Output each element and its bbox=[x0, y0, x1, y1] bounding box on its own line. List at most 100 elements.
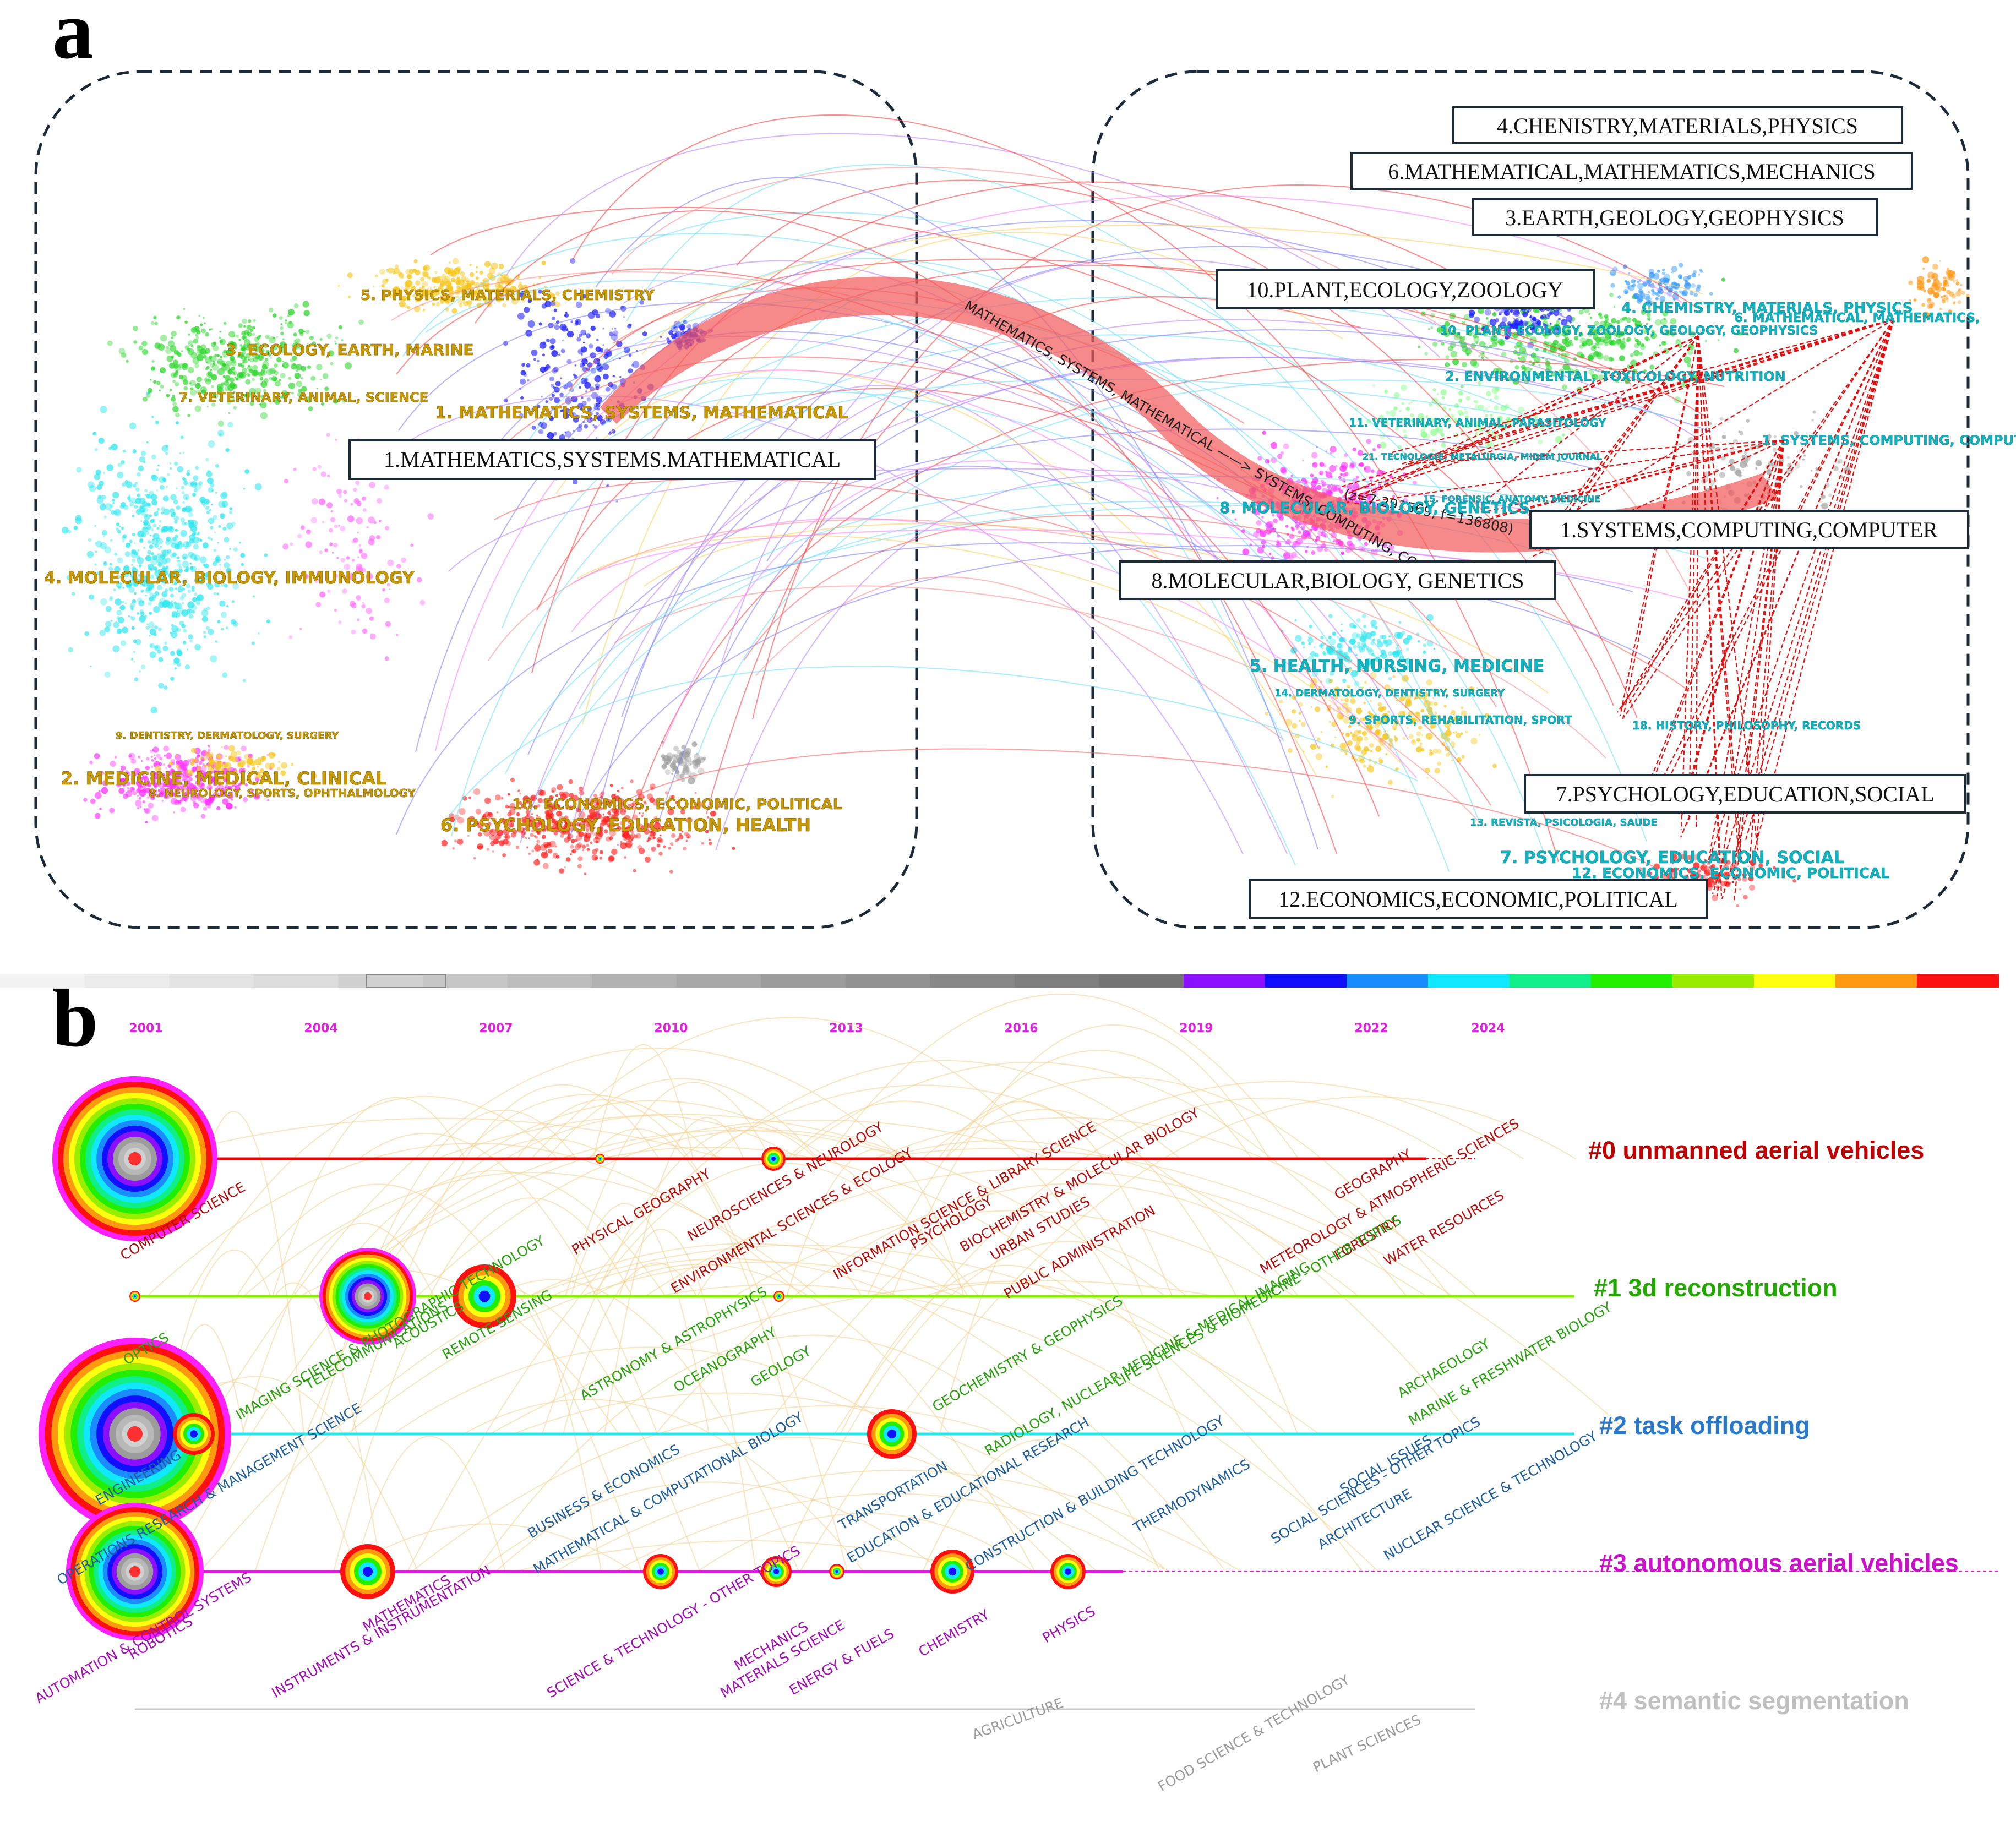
map-point bbox=[1609, 293, 1614, 297]
map-point bbox=[101, 530, 107, 536]
map-point bbox=[111, 444, 118, 451]
year-tick-label: 2004 bbox=[304, 1022, 337, 1035]
map-point bbox=[113, 588, 116, 591]
map-point bbox=[152, 555, 157, 560]
map-point bbox=[181, 789, 184, 793]
map-point bbox=[1401, 402, 1404, 405]
map-point bbox=[242, 351, 246, 355]
map-point bbox=[384, 484, 389, 490]
map-point bbox=[1473, 362, 1479, 368]
map-point bbox=[500, 276, 506, 283]
map-point bbox=[210, 797, 214, 801]
map-point bbox=[584, 424, 589, 429]
map-point bbox=[586, 397, 591, 402]
map-point bbox=[1540, 315, 1544, 319]
map-point bbox=[291, 391, 294, 395]
map-point bbox=[254, 342, 261, 349]
map-point bbox=[407, 306, 411, 310]
map-point bbox=[197, 754, 200, 758]
map-point bbox=[204, 377, 209, 382]
map-point bbox=[215, 463, 219, 468]
map-point bbox=[454, 839, 457, 843]
map-point bbox=[227, 786, 232, 790]
map-point bbox=[1364, 466, 1371, 473]
map-point bbox=[175, 754, 181, 761]
map-point bbox=[652, 836, 656, 839]
map-point bbox=[619, 376, 622, 378]
map-point bbox=[185, 566, 190, 571]
map-point bbox=[1465, 396, 1470, 401]
map-point bbox=[158, 683, 164, 689]
map-point bbox=[282, 338, 285, 341]
map-point bbox=[469, 263, 472, 266]
map-point bbox=[192, 597, 198, 602]
map-point bbox=[89, 485, 96, 492]
map-point bbox=[491, 262, 498, 270]
map-point bbox=[150, 379, 152, 381]
map-point bbox=[153, 380, 157, 384]
map-point bbox=[395, 634, 399, 636]
map-point bbox=[1328, 614, 1333, 618]
map-point bbox=[1800, 485, 1803, 488]
map-point bbox=[1430, 727, 1432, 729]
map-point bbox=[264, 358, 269, 362]
map-point bbox=[1405, 648, 1409, 651]
map-point bbox=[211, 374, 217, 381]
map-point bbox=[468, 280, 471, 283]
map-point bbox=[585, 333, 591, 339]
map-point bbox=[1364, 681, 1367, 684]
map-point bbox=[592, 424, 595, 426]
map-point bbox=[154, 754, 156, 756]
map-point bbox=[193, 544, 199, 550]
map-point bbox=[154, 543, 159, 548]
map-point bbox=[109, 563, 112, 566]
map-point bbox=[577, 856, 583, 861]
map-point bbox=[116, 628, 122, 634]
map-point bbox=[152, 746, 159, 753]
map-point bbox=[1478, 354, 1480, 357]
map-point bbox=[392, 268, 394, 270]
map-point bbox=[412, 294, 416, 298]
map-point bbox=[156, 468, 159, 472]
map-point bbox=[135, 498, 141, 504]
map-point bbox=[326, 433, 330, 437]
map-point bbox=[531, 349, 538, 356]
map-point bbox=[214, 760, 219, 765]
map-point bbox=[217, 354, 220, 357]
map-point bbox=[158, 657, 164, 662]
map-point bbox=[1415, 746, 1422, 753]
map-point bbox=[362, 508, 367, 512]
map-point bbox=[1568, 340, 1573, 344]
map-point bbox=[584, 872, 586, 875]
map-point bbox=[502, 303, 507, 308]
map-point bbox=[1748, 885, 1755, 891]
map-point bbox=[248, 358, 250, 361]
map-point bbox=[1363, 764, 1366, 768]
map-point bbox=[146, 757, 150, 761]
map-point bbox=[251, 641, 255, 645]
map-point bbox=[244, 783, 248, 787]
map-point bbox=[1315, 753, 1323, 760]
map-point bbox=[353, 488, 357, 492]
map-point bbox=[1746, 419, 1750, 423]
map-point bbox=[671, 772, 673, 775]
map-point bbox=[258, 334, 261, 338]
right-label-environmental: 2. ENVIRONMENTAL, TOXICOLOGY, NUTRITION bbox=[1445, 369, 1786, 384]
map-point bbox=[211, 402, 216, 407]
map-point bbox=[299, 628, 302, 630]
map-point bbox=[1445, 355, 1450, 359]
map-point bbox=[236, 750, 241, 755]
box-chemistry-text: 4.CHENISTRY,MATERIALS,PHYSICS bbox=[1497, 113, 1858, 138]
map-point bbox=[222, 798, 229, 805]
map-point bbox=[197, 533, 199, 535]
map-point bbox=[226, 568, 232, 574]
map-point bbox=[542, 353, 546, 357]
map-point bbox=[382, 279, 388, 285]
map-point bbox=[1386, 730, 1389, 733]
map-point bbox=[193, 610, 195, 613]
map-point bbox=[157, 562, 162, 567]
map-point bbox=[128, 615, 130, 618]
map-point bbox=[173, 515, 179, 521]
map-point bbox=[511, 297, 519, 305]
